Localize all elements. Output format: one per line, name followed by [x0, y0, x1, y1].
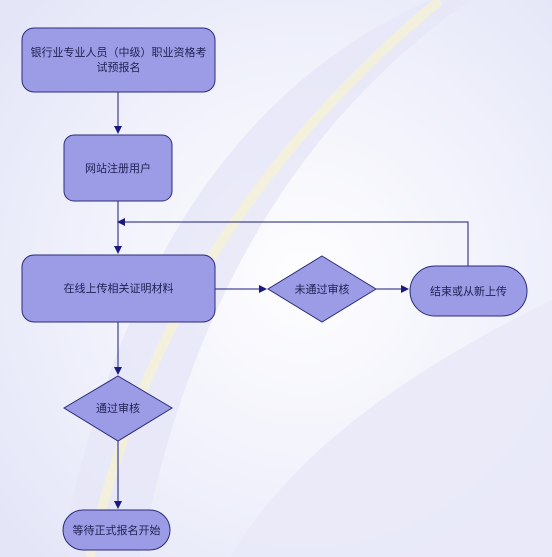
node-not-passed — [267, 255, 377, 323]
node-wait — [62, 509, 171, 551]
node-register — [63, 134, 173, 202]
node-prereg — [21, 27, 216, 93]
node-end-or-reupload — [409, 265, 528, 317]
node-upload — [21, 254, 216, 323]
connector-end-loop-back — [117, 218, 469, 266]
node-passed — [63, 375, 173, 442]
